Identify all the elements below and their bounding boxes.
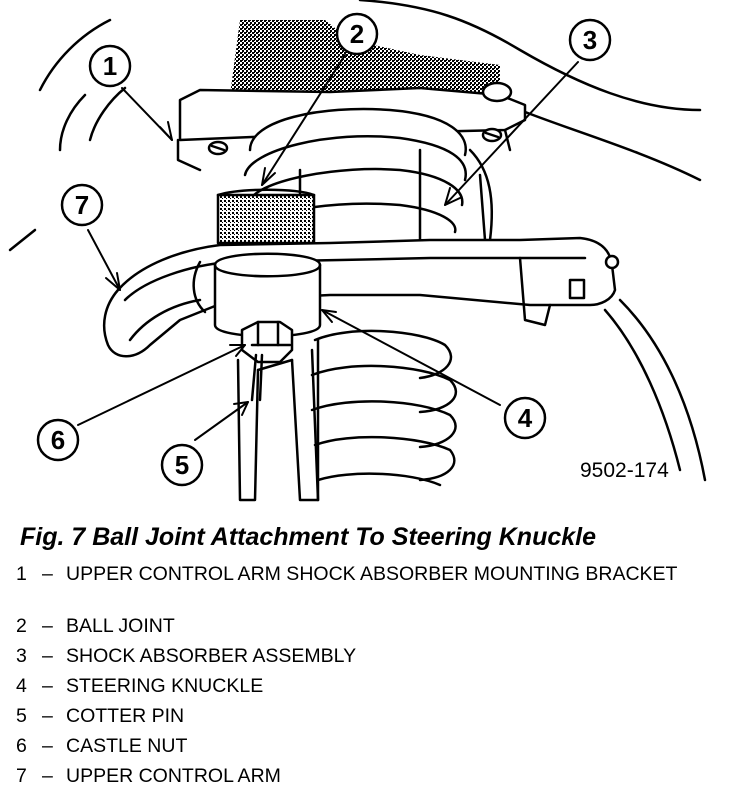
parts-legend: 1 – UPPER CONTROL ARM SHOCK ABSORBER MOU… [16,563,736,795]
svg-text:6: 6 [51,425,65,455]
legend-item: 3 – SHOCK ABSORBER ASSEMBLY [16,645,736,675]
legend-number: 5 [16,705,27,727]
svg-text:3: 3 [583,25,597,55]
callout-1: 1 [88,44,132,88]
legend-item: 2 – BALL JOINT [16,615,736,645]
legend-separator: – [42,735,53,757]
ball-joint [213,188,322,338]
callout-2: 2 [335,12,379,56]
legend-item: 5 – COTTER PIN [16,705,736,735]
svg-text:4: 4 [518,403,533,433]
legend-text: UPPER CONTROL ARM [66,765,281,787]
legend-number: 2 [16,615,27,637]
legend-text: SHOCK ABSORBER ASSEMBLY [66,645,357,667]
lower-coil-spring [310,329,457,502]
callout-4: 4 [503,396,547,440]
legend-separator: – [42,705,53,727]
svg-text:7: 7 [75,190,89,220]
svg-text:1: 1 [103,51,117,81]
callout-5: 5 [160,443,204,487]
legend-number: 3 [16,645,27,667]
callout-3: 3 [568,18,612,62]
mount-shading [230,20,500,95]
castle-nut [240,320,294,364]
svg-text:2: 2 [350,19,364,49]
legend-text: UPPER CONTROL ARM SHOCK ABSORBER MOUNTIN… [66,563,678,585]
legend-text: CASTLE NUT [66,735,188,757]
legend-separator: – [42,615,53,637]
callout-6: 6 [36,418,80,462]
legend-item: 4 – STEERING KNUCKLE [16,675,736,705]
legend-separator: – [42,563,53,585]
legend-number: 7 [16,765,27,787]
callout-7: 7 [60,183,104,227]
legend-text: BALL JOINT [66,615,175,637]
legend-item: 6 – CASTLE NUT [16,735,736,765]
cotter-pin [250,353,264,402]
ball-joint-diagram: 1 2 3 4 5 6 7 9502-174 [8,0,707,502]
legend-number: 1 [16,563,27,585]
legend-separator: – [42,675,53,697]
upper-control-arm [102,236,620,358]
image-code: 9502-174 [580,459,669,482]
legend-text: COTTER PIN [66,705,185,727]
legend-item: 1 – UPPER CONTROL ARM SHOCK ABSORBER MOU… [16,563,736,615]
steering-knuckle [236,348,320,502]
legend-separator: – [42,765,53,787]
svg-text:5: 5 [175,450,189,480]
callout-leader-lines [77,54,579,441]
legend-number: 6 [16,735,27,757]
legend-text: STEERING KNUCKLE [66,675,264,697]
legend-item: 7 – UPPER CONTROL ARM [16,765,736,795]
figure-caption: Fig. 7 Ball Joint Attachment To Steering… [20,523,597,551]
legend-separator: – [42,645,53,667]
legend-number: 4 [16,675,27,697]
